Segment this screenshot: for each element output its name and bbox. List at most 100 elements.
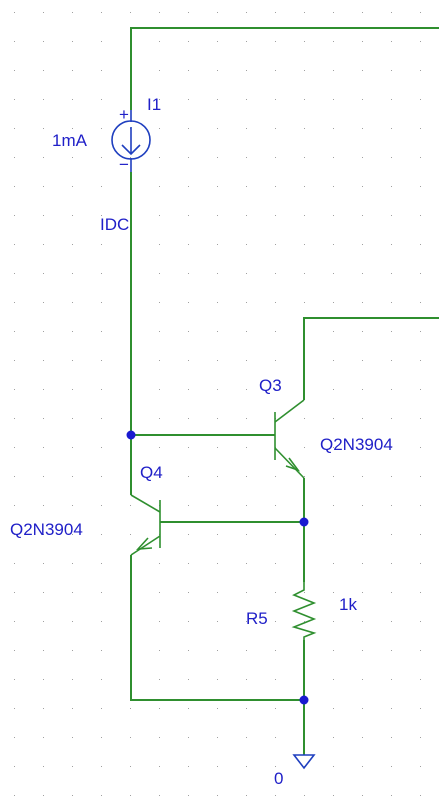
grid-dot xyxy=(275,679,276,680)
grid-dot xyxy=(246,679,247,680)
grid-dot xyxy=(420,650,421,651)
q3-model-label: Q2N3904 xyxy=(320,435,393,454)
grid-dot xyxy=(72,505,73,506)
grid-dot xyxy=(333,679,334,680)
grid-dot xyxy=(362,563,363,564)
grid-dot xyxy=(246,621,247,622)
grid-dot xyxy=(391,331,392,332)
grid-dot xyxy=(159,650,160,651)
grid-dot xyxy=(14,447,15,448)
grid-dot xyxy=(159,302,160,303)
grid-dot xyxy=(188,157,189,158)
grid-dot xyxy=(14,418,15,419)
grid-dot xyxy=(14,592,15,593)
grid-dot xyxy=(246,360,247,361)
grid-dot xyxy=(188,737,189,738)
grid-dot xyxy=(420,621,421,622)
grid-dot xyxy=(246,70,247,71)
grid-dot xyxy=(101,244,102,245)
grid-dot xyxy=(43,476,44,477)
grid-dot xyxy=(362,389,363,390)
grid-dot xyxy=(420,534,421,535)
grid-dot xyxy=(275,389,276,390)
grid-dot xyxy=(43,505,44,506)
junction-nodes xyxy=(126,430,309,705)
grid-dot xyxy=(246,534,247,535)
grid-dot xyxy=(246,476,247,477)
grid-dot xyxy=(304,795,305,796)
grid-dot xyxy=(391,41,392,42)
resistor-r5[interactable] xyxy=(291,582,317,640)
grid-dot xyxy=(14,244,15,245)
grid-dot xyxy=(101,70,102,71)
grid-dot xyxy=(217,737,218,738)
grid-dot xyxy=(420,273,421,274)
grid-dot xyxy=(188,41,189,42)
grid-dot xyxy=(275,215,276,216)
grid-dot xyxy=(304,186,305,187)
grid-dot xyxy=(391,592,392,593)
grid-dot xyxy=(217,12,218,13)
grid-dot xyxy=(101,360,102,361)
grid-dot xyxy=(43,621,44,622)
grid-dot xyxy=(43,447,44,448)
grid-dot xyxy=(391,476,392,477)
grid-dot xyxy=(362,41,363,42)
grid-dot xyxy=(101,331,102,332)
grid-dot xyxy=(333,389,334,390)
grid-dot xyxy=(333,41,334,42)
grid-dot xyxy=(43,128,44,129)
grid-dot xyxy=(333,447,334,448)
grid-dot xyxy=(420,70,421,71)
grid-dot xyxy=(188,563,189,564)
grid-dot xyxy=(43,273,44,274)
i1-value-label: 1mA xyxy=(52,131,88,150)
grid-dot xyxy=(275,737,276,738)
grid-dot xyxy=(304,12,305,13)
grid-dot xyxy=(72,331,73,332)
i1-type-label: IDC xyxy=(100,215,129,234)
grid-dot xyxy=(275,621,276,622)
grid-dot xyxy=(304,273,305,274)
grid-dot xyxy=(188,650,189,651)
grid-dot xyxy=(43,766,44,767)
ground-net-label: 0 xyxy=(274,769,283,788)
grid-dot xyxy=(333,157,334,158)
grid-dot xyxy=(420,679,421,680)
grid-dot xyxy=(43,737,44,738)
grid-dot xyxy=(188,621,189,622)
grid-dot xyxy=(101,128,102,129)
grid-dot xyxy=(72,476,73,477)
current-source-i1[interactable]: + − xyxy=(111,105,151,174)
transistor-q3[interactable] xyxy=(274,399,305,479)
grid-dot xyxy=(14,360,15,361)
grid-dot xyxy=(362,505,363,506)
grid-dot xyxy=(275,157,276,158)
grid-dot xyxy=(246,99,247,100)
grid-dot xyxy=(101,447,102,448)
grid-dot xyxy=(159,186,160,187)
svg-text:+: + xyxy=(119,105,129,124)
ground-symbol[interactable] xyxy=(292,754,316,770)
grid-dot xyxy=(14,273,15,274)
junction-node xyxy=(299,517,309,527)
grid-dot xyxy=(304,99,305,100)
grid-dot xyxy=(188,418,189,419)
grid-dot xyxy=(362,476,363,477)
grid-dot xyxy=(14,563,15,564)
grid-dot xyxy=(246,563,247,564)
grid-dot xyxy=(333,12,334,13)
grid-dot xyxy=(217,128,218,129)
grid-dot xyxy=(101,563,102,564)
transistor-q4[interactable] xyxy=(130,494,161,556)
grid-dot xyxy=(333,505,334,506)
grid-dot xyxy=(391,244,392,245)
grid-dot xyxy=(43,157,44,158)
grid-dot xyxy=(246,273,247,274)
grid-dot xyxy=(275,12,276,13)
grid-dot xyxy=(188,273,189,274)
grid-dot xyxy=(304,621,305,622)
grid-dot xyxy=(275,708,276,709)
wires xyxy=(130,27,439,755)
grid-dot xyxy=(72,592,73,593)
